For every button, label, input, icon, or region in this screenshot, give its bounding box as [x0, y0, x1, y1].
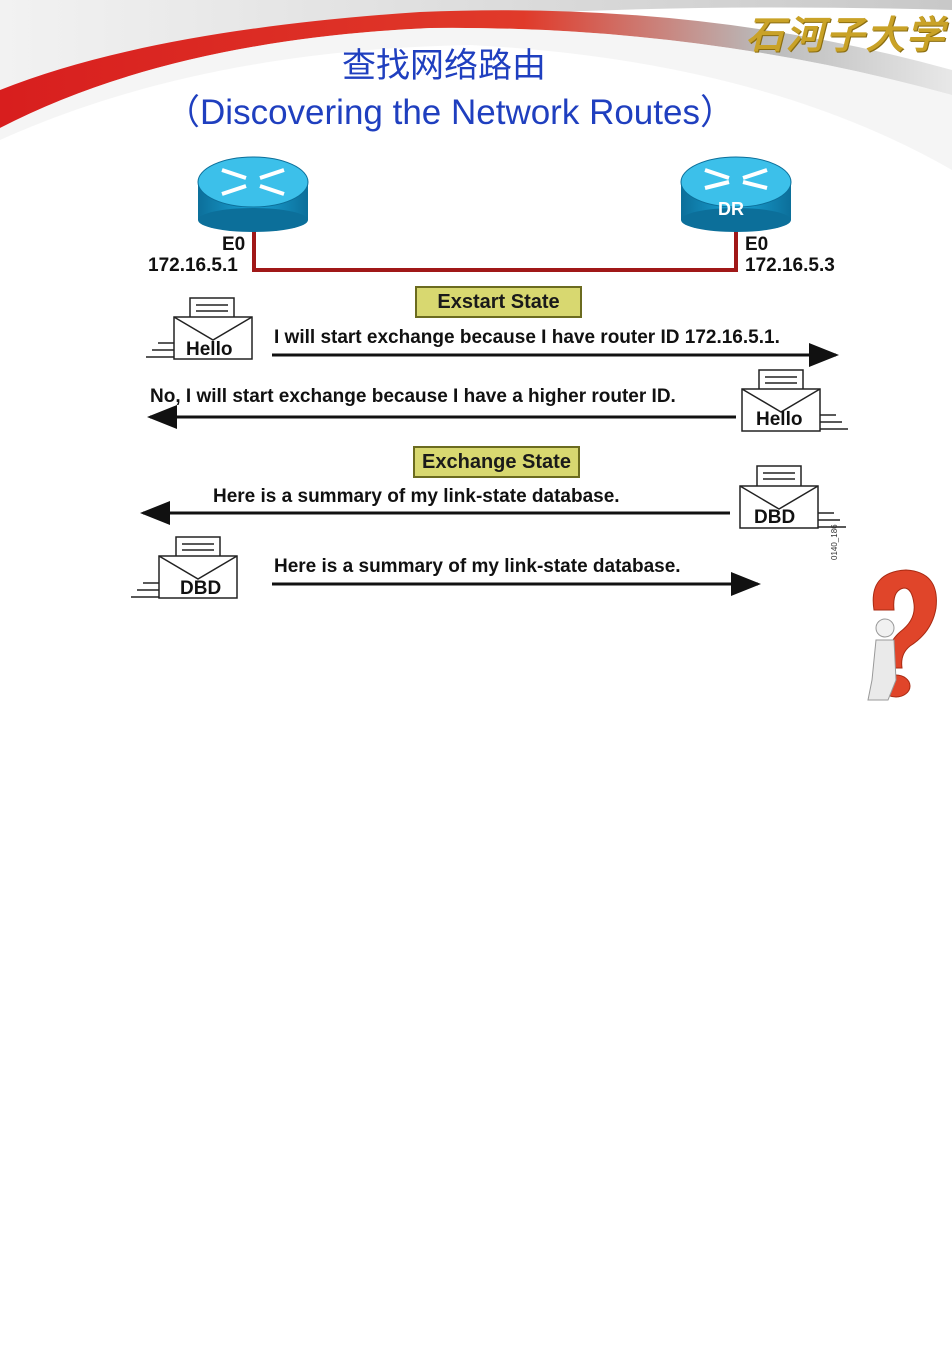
router-right-icon: [680, 156, 792, 232]
envelope-icon-4: [131, 536, 238, 599]
packet-label-2: Hello: [756, 409, 803, 430]
right-ip-label: 172.16.5.3: [745, 255, 835, 276]
university-logo: 石河子大学: [745, 12, 946, 57]
ospf-diagram: [131, 156, 937, 701]
left-ip-label: 172.16.5.1: [148, 255, 238, 276]
packet-label-1: Hello: [186, 339, 233, 360]
dr-label: DR: [718, 199, 744, 219]
message-4: Here is a summary of my link-state datab…: [274, 556, 681, 577]
network-link: [252, 222, 738, 272]
exstart-state-box: Exstart State: [415, 286, 582, 318]
slide-title-english: （Discovering the Network Routes）: [165, 93, 735, 132]
message-2: No, I will start exchange because I have…: [150, 386, 676, 407]
router-left-icon: [197, 156, 309, 232]
right-interface-label: E0: [745, 234, 769, 255]
left-interface-label: E0: [222, 234, 246, 255]
envelope-icon-1: [146, 297, 253, 360]
exchange-state-box: Exchange State: [413, 446, 580, 478]
message-1: I will start exchange because I have rou…: [274, 327, 780, 348]
envelope-icon-3: [739, 465, 846, 529]
slide-title-chinese: 查找网络路由: [342, 46, 546, 86]
question-mark-icon: [867, 569, 937, 701]
packet-label-3: DBD: [754, 507, 796, 528]
header-banner: [0, 0, 952, 171]
figure-code: 0140_186: [830, 524, 839, 560]
envelope-icon-2: [741, 369, 848, 432]
packet-label-4: DBD: [180, 578, 222, 599]
message-3: Here is a summary of my link-state datab…: [213, 486, 620, 507]
